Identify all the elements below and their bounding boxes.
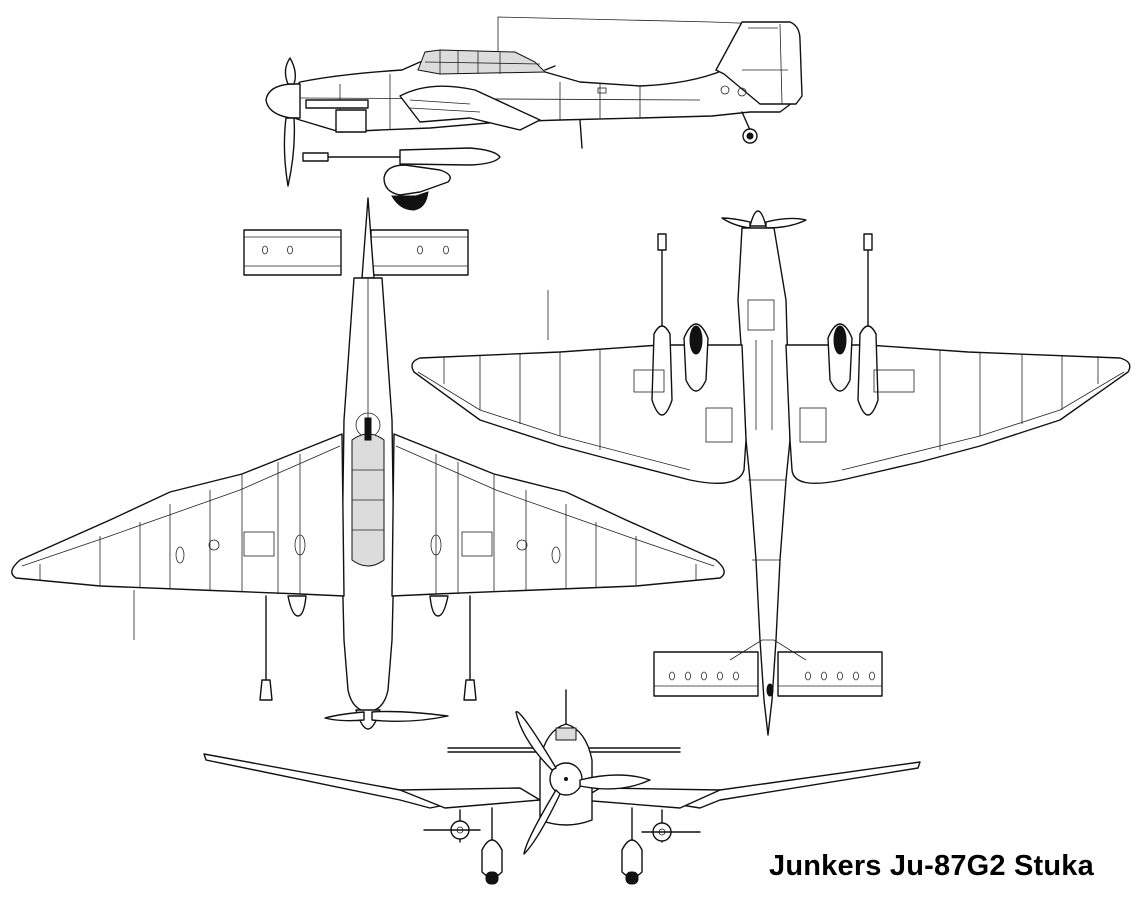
top-view: [11, 197, 725, 730]
bottom-view: [411, 210, 1131, 736]
drawing-title: Junkers Ju-87G2 Stuka: [769, 850, 1094, 882]
side-view: [265, 16, 803, 211]
front-view: [203, 689, 921, 885]
